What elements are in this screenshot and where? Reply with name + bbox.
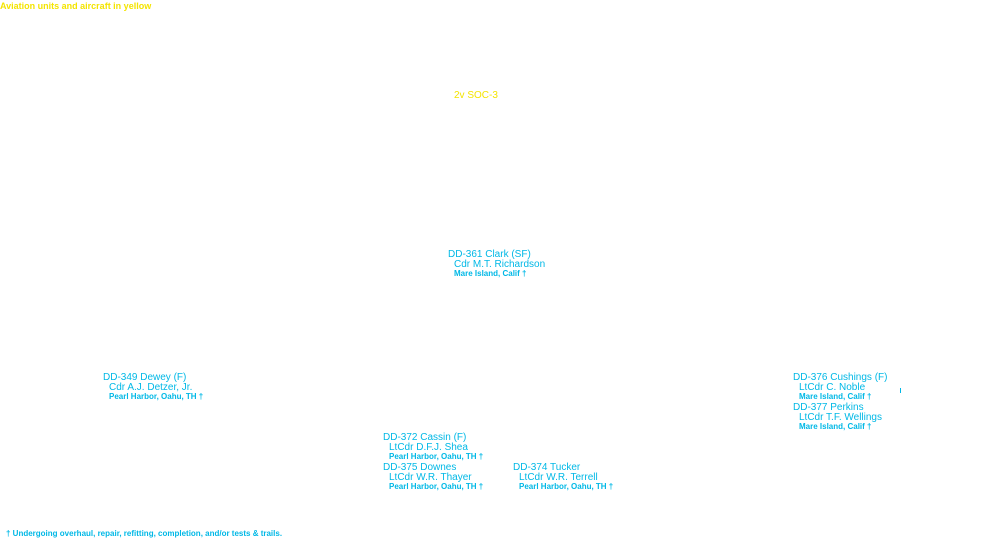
- aircraft-label: 2v SOC-3: [454, 90, 498, 101]
- unit-location: Pearl Harbor, Oahu, TH †: [389, 482, 484, 491]
- unit-perkins: DD-377 Perkins LtCdr T.F. Wellings Mare …: [793, 403, 882, 431]
- unit-cushings: DD-376 Cushings (F) LtCdr C. Noble Mare …: [793, 373, 887, 401]
- unit-name: DD-377 Perkins: [793, 402, 864, 413]
- unit-dewey: DD-349 Dewey (F) Cdr A.J. Detzer, Jr. Pe…: [103, 373, 203, 401]
- unit-tucker: DD-374 Tucker LtCdr W.R. Terrell Pearl H…: [513, 463, 613, 491]
- unit-name: DD-375 Downes: [383, 462, 457, 473]
- unit-name: DD-372 Cassin (F): [383, 432, 467, 443]
- unit-clark: DD-361 Clark (SF) Cdr M.T. Richardson Ma…: [448, 250, 545, 278]
- unit-commander: LtCdr T.F. Wellings: [799, 412, 882, 423]
- unit-commander: LtCdr W.R. Terrell: [519, 472, 598, 483]
- unit-commander: LtCdr C. Noble: [799, 382, 866, 393]
- footnote: † Undergoing overhaul, repair, refitting…: [6, 529, 283, 538]
- aviation-legend-note: Aviation units and aircraft in yellow: [0, 1, 152, 11]
- unit-commander: LtCdr D.F.J. Shea: [389, 442, 468, 453]
- unit-downes: DD-375 Downes LtCdr W.R. Thayer Pearl Ha…: [383, 463, 483, 491]
- unit-cassin: DD-372 Cassin (F) LtCdr D.F.J. Shea Pear…: [383, 433, 483, 461]
- unit-location: Pearl Harbor, Oahu, TH †: [109, 392, 204, 401]
- unit-name: DD-374 Tucker: [513, 462, 581, 473]
- unit-commander: LtCdr W.R. Thayer: [389, 472, 472, 483]
- unit-name: DD-349 Dewey (F): [103, 372, 187, 383]
- unit-name: DD-361 Clark (SF): [448, 249, 531, 260]
- unit-location: Mare Island, Calif †: [799, 422, 872, 431]
- unit-location: Pearl Harbor, Oahu, TH †: [389, 452, 484, 461]
- unit-name: DD-376 Cushings (F): [793, 372, 888, 383]
- divider-tick: [900, 388, 901, 393]
- unit-commander: Cdr A.J. Detzer, Jr.: [109, 382, 193, 393]
- unit-location: Mare Island, Calif †: [799, 392, 872, 401]
- unit-location: Pearl Harbor, Oahu, TH †: [519, 482, 614, 491]
- unit-commander: Cdr M.T. Richardson: [454, 259, 546, 270]
- unit-location: Mare Island, Calif †: [454, 269, 527, 278]
